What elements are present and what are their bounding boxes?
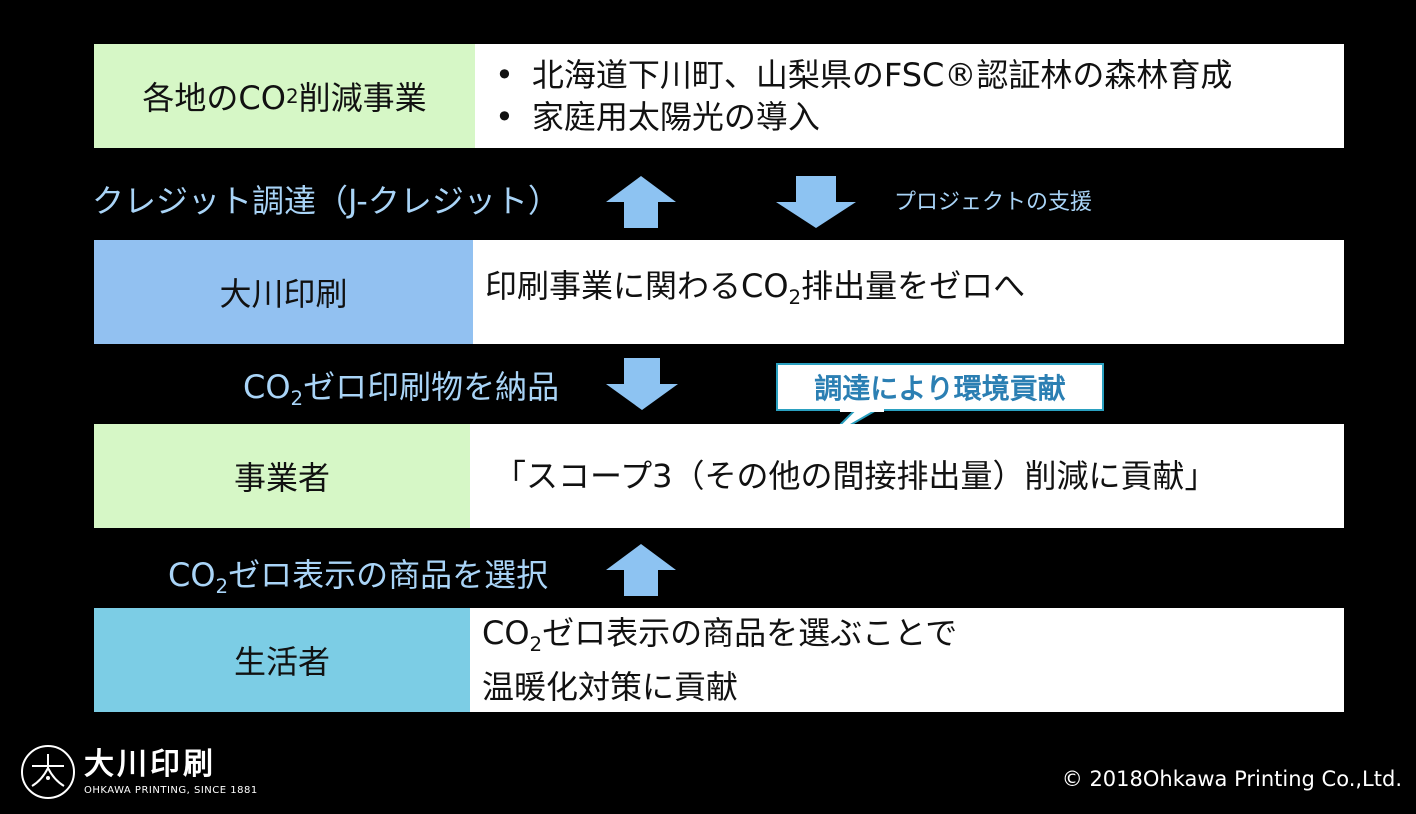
project-support-text: プロジェクトの支援: [894, 190, 1093, 215]
row4-desc1-pre: CO: [482, 614, 530, 653]
row2-desc-pre: 印刷事業に関わるCO: [485, 267, 789, 306]
row1-item-2: 家庭用太陽光の導入: [487, 96, 1344, 138]
row1-label-post: 削減事業: [298, 79, 427, 117]
row4-desc2: 温暖化対策に貢献: [482, 667, 739, 706]
row1-desc: 北海道下川町、山梨県のFSC®認証林の森林育成 家庭用太陽光の導入: [475, 44, 1344, 148]
flow2-text-sub: 2: [290, 386, 304, 410]
row4-desc: CO2ゼロ表示の商品を選ぶことで 温暖化対策に貢献: [470, 608, 1344, 712]
logo-name: 大川印刷: [84, 746, 216, 782]
row1-label-pre: 各地のCO: [142, 79, 286, 117]
row1-item-1: 北海道下川町、山梨県のFSC®認証林の森林育成: [487, 54, 1344, 96]
contribution-callout: 調達により環境貢献: [776, 363, 1104, 411]
logo-emblem-icon: [21, 745, 75, 799]
arrow-down-icon: [606, 358, 678, 410]
row-ohkawa-printing: 大川印刷 印刷事業に関わるCO2排出量をゼロへ: [94, 240, 1344, 344]
arrow-up-icon: [606, 176, 676, 228]
row4-desc1-sub: 2: [529, 632, 543, 656]
co2-zero-selection-text: CO2ゼロ表示の商品を選択: [168, 550, 548, 598]
row-consumers: 生活者 CO2ゼロ表示の商品を選ぶことで 温暖化対策に貢献: [94, 608, 1344, 712]
co2-zero-delivery-text: CO2ゼロ印刷物を納品: [243, 362, 559, 410]
row4-label: 生活者: [94, 608, 470, 712]
row2-desc: 印刷事業に関わるCO2排出量をゼロへ: [473, 240, 1344, 344]
logo-tagline: OHKAWA PRINTING, SINCE 1881: [84, 784, 258, 796]
credit-procurement-text: クレジット調達（J-クレジット）: [92, 182, 560, 220]
copyright-text: © 2018Ohkawa Printing Co.,Ltd.: [1061, 767, 1402, 791]
company-logo: 大川印刷 OHKAWA PRINTING, SINCE 1881: [20, 744, 258, 800]
row3-desc: 「スコープ3（その他の間接排出量）削減に貢献」: [470, 424, 1344, 528]
flow3-text-pre: CO: [168, 556, 216, 594]
flow2-text-post: ゼロ印刷物を納品: [303, 368, 560, 406]
row-businesses: 事業者 「スコープ3（その他の間接排出量）削減に貢献」: [94, 424, 1344, 528]
row2-label: 大川印刷: [94, 240, 473, 344]
row2-desc-sub: 2: [788, 285, 802, 309]
row2-desc-post: 排出量をゼロへ: [801, 267, 1026, 306]
flow3-text-sub: 2: [215, 574, 229, 598]
arrow-down-icon: [776, 176, 856, 228]
row4-desc1-post: ゼロ表示の商品を選ぶことで: [542, 614, 958, 653]
row1-label-sub: 2: [285, 84, 299, 108]
arrow-up-icon: [606, 544, 676, 596]
row3-label: 事業者: [94, 424, 470, 528]
flow3-text-post: ゼロ表示の商品を選択: [228, 556, 549, 594]
row3-desc-text: 「スコープ3（その他の間接排出量）削減に貢献」: [494, 457, 1217, 495]
flow2-text-pre: CO: [243, 368, 291, 406]
